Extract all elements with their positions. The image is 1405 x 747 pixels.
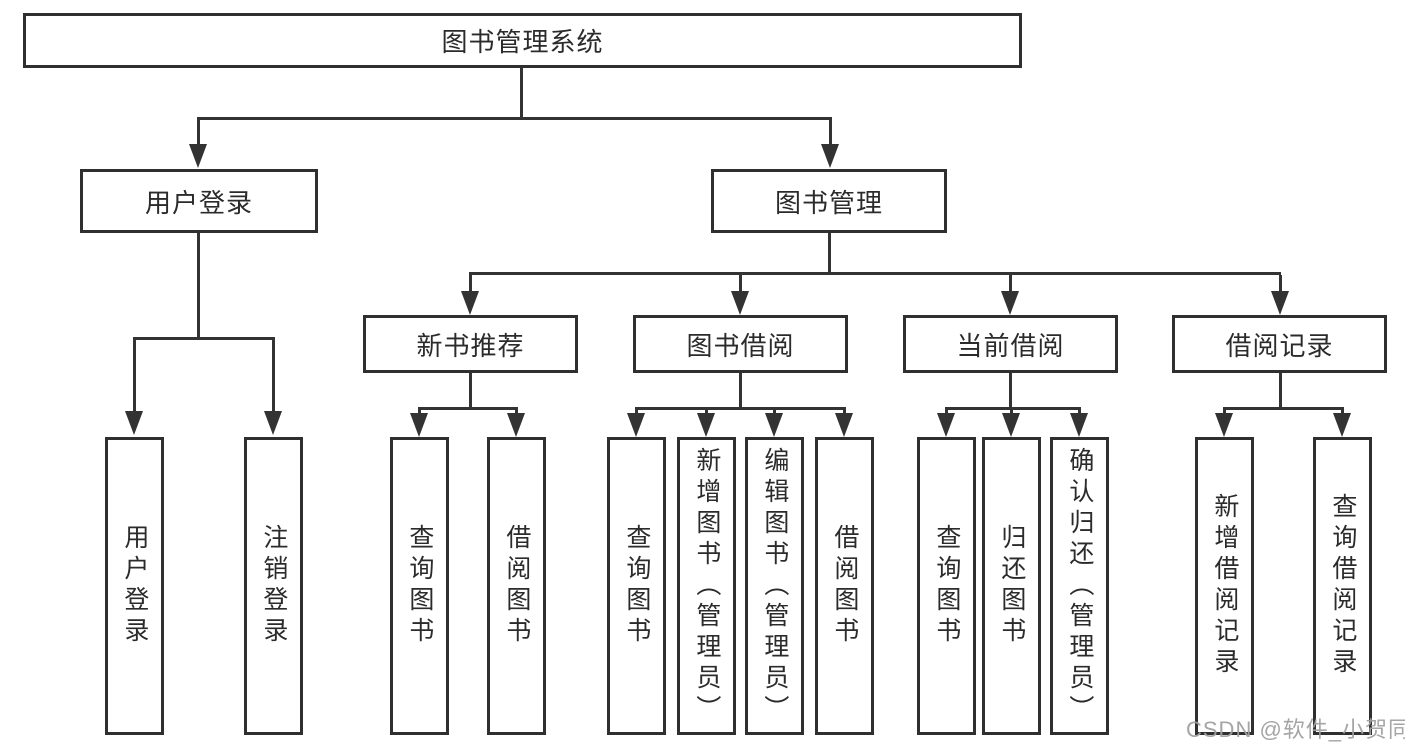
connector-stem-query-books-3 xyxy=(945,410,948,415)
connector-recommend-bar xyxy=(418,407,518,410)
arrow-to-leaf-logout xyxy=(264,411,282,435)
node-borrow-records: 借阅记录 xyxy=(1172,315,1387,373)
connector-current-bar xyxy=(945,407,1081,410)
arrow-to-borrow-books-2 xyxy=(835,413,853,437)
leaf-user-login: 用户登录 xyxy=(105,437,164,735)
connector-stem-book-management xyxy=(829,120,832,146)
leaf-logout: 注销登录 xyxy=(244,437,303,735)
connector-current-trunk xyxy=(1009,373,1012,410)
connector-borrow-trunk xyxy=(739,373,742,410)
connector-stem-leaf-user-login xyxy=(133,340,136,412)
connector-records-bar xyxy=(1223,407,1344,410)
connector-stem-records xyxy=(1279,275,1282,292)
node-user-login: 用户登录 xyxy=(80,169,318,233)
connector-stem-query-books-1 xyxy=(418,410,421,415)
connector-stem-add-book xyxy=(705,410,708,415)
leaf-add-borrow-record: 新增借阅记录 xyxy=(1195,437,1254,735)
arrow-to-user-login xyxy=(189,144,207,168)
leaf-query-books-2: 查询图书 xyxy=(607,437,666,735)
arrow-to-return-book xyxy=(1002,413,1020,437)
leaf-query-books-3: 查询图书 xyxy=(917,437,976,735)
connector-root-trunk xyxy=(520,68,523,118)
connector-stem-add-record xyxy=(1223,410,1226,415)
node-new-book-recommend: 新书推荐 xyxy=(363,315,578,373)
arrow-to-query-record xyxy=(1333,413,1351,437)
leaf-query-books-1: 查询图书 xyxy=(390,437,449,735)
leaf-borrow-books-1: 借阅图书 xyxy=(487,437,546,735)
leaf-return-book: 归还图书 xyxy=(982,437,1041,735)
leaf-return-book-label: 归还图书 xyxy=(997,524,1026,648)
arrow-to-recommend xyxy=(461,291,479,315)
connector-stem-return-book xyxy=(1010,410,1013,415)
leaf-borrow-books-1-label: 借阅图书 xyxy=(502,524,531,648)
arrow-to-book-management xyxy=(821,144,839,168)
arrow-to-borrow xyxy=(731,291,749,315)
leaf-add-book-admin: 新增图书（管理员） xyxy=(677,437,736,735)
leaf-confirm-return-admin: 确认归还（管理员） xyxy=(1050,437,1109,735)
leaf-edit-book-admin: 编辑图书（管理员） xyxy=(745,437,804,735)
connector-recommend-trunk xyxy=(469,373,472,410)
leaf-confirm-return-admin-label: 确认归还（管理员） xyxy=(1065,446,1094,726)
leaf-add-borrow-record-label: 新增借阅记录 xyxy=(1210,493,1239,679)
arrow-to-confirm-return xyxy=(1070,413,1088,437)
arrow-to-add-record xyxy=(1215,413,1233,437)
leaf-query-borrow-record: 查询借阅记录 xyxy=(1313,437,1372,735)
connector-management-bar xyxy=(469,272,1281,275)
connector-stem-confirm-return xyxy=(1078,410,1081,415)
leaf-edit-book-admin-label: 编辑图书（管理员） xyxy=(760,446,789,726)
arrow-to-query-books-2 xyxy=(627,413,645,437)
arrow-to-borrow-books-1 xyxy=(507,413,525,437)
connector-stem-current xyxy=(1009,275,1012,292)
connector-records-trunk xyxy=(1279,373,1282,410)
leaf-add-book-admin-label: 新增图书（管理员） xyxy=(692,446,721,726)
connector-login-trunk xyxy=(197,233,200,339)
connector-stem-query-record xyxy=(1341,410,1344,415)
leaf-query-books-3-label: 查询图书 xyxy=(932,524,961,648)
connector-stem-user-login xyxy=(197,120,200,146)
connector-management-trunk xyxy=(828,233,831,275)
leaf-borrow-books-2: 借阅图书 xyxy=(815,437,874,735)
node-library-system: 图书管理系统 xyxy=(23,13,1022,68)
node-current-borrow: 当前借阅 xyxy=(903,315,1118,373)
arrow-to-edit-book xyxy=(765,413,783,437)
leaf-borrow-books-2-label: 借阅图书 xyxy=(830,524,859,648)
leaf-user-login-label: 用户登录 xyxy=(120,524,149,648)
node-book-borrow: 图书借阅 xyxy=(633,315,848,373)
connector-stem-edit-book xyxy=(773,410,776,415)
connector-root-bar xyxy=(197,117,832,120)
connector-login-bar xyxy=(133,337,275,340)
leaf-query-books-1-label: 查询图书 xyxy=(405,524,434,648)
arrow-to-records xyxy=(1271,291,1289,315)
connector-stem-borrow-books-2 xyxy=(843,410,846,415)
arrow-to-current xyxy=(1001,291,1019,315)
arrow-to-query-books-3 xyxy=(937,413,955,437)
node-book-management: 图书管理 xyxy=(711,169,947,233)
watermark: CSDN @软件_小贺同学 xyxy=(1186,717,1405,742)
leaf-query-borrow-record-label: 查询借阅记录 xyxy=(1328,493,1357,679)
arrow-to-add-book xyxy=(697,413,715,437)
arrow-to-leaf-user-login xyxy=(125,411,143,435)
connector-stem-leaf-logout xyxy=(272,340,275,412)
connector-stem-borrow xyxy=(739,275,742,292)
connector-stem-recommend xyxy=(469,275,472,292)
connector-stem-borrow-books-1 xyxy=(515,410,518,415)
connector-stem-query-books-2 xyxy=(635,410,638,415)
connector-borrow-bar xyxy=(635,407,846,410)
arrow-to-query-books-1 xyxy=(410,413,428,437)
leaf-logout-label: 注销登录 xyxy=(259,524,288,648)
leaf-query-books-2-label: 查询图书 xyxy=(622,524,651,648)
